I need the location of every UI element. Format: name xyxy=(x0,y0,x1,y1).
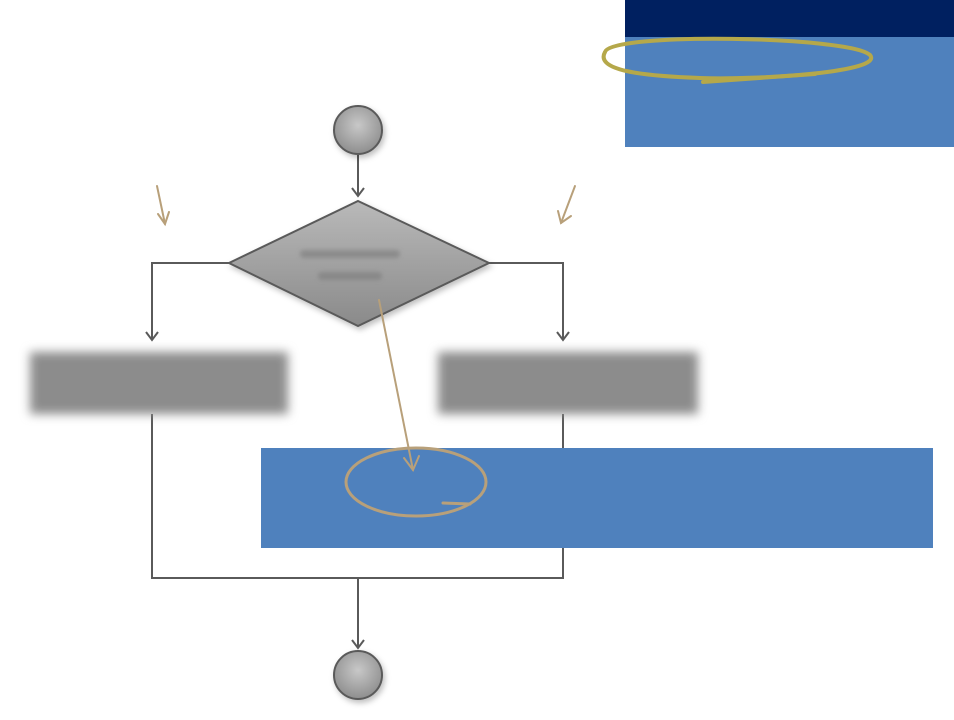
start-node xyxy=(333,105,383,155)
decision-node xyxy=(226,199,492,328)
arrowhead xyxy=(351,187,365,198)
arrowhead xyxy=(351,639,365,650)
connector-decision-left xyxy=(151,262,229,340)
callout-box-top xyxy=(625,0,954,147)
end-node xyxy=(333,650,383,700)
process-node-left xyxy=(30,352,288,414)
callout-header-bar xyxy=(625,0,954,37)
connector-decision-right xyxy=(489,262,564,340)
arrow-annotation-left xyxy=(156,185,166,225)
arrowhead xyxy=(145,331,159,342)
arrowhead xyxy=(556,331,570,342)
callout-box-bottom xyxy=(261,448,933,548)
annotation-marks xyxy=(156,185,576,227)
arrow-annotation-right xyxy=(560,185,576,224)
process-node-right xyxy=(438,352,698,414)
decision-text-blurred xyxy=(300,250,400,280)
